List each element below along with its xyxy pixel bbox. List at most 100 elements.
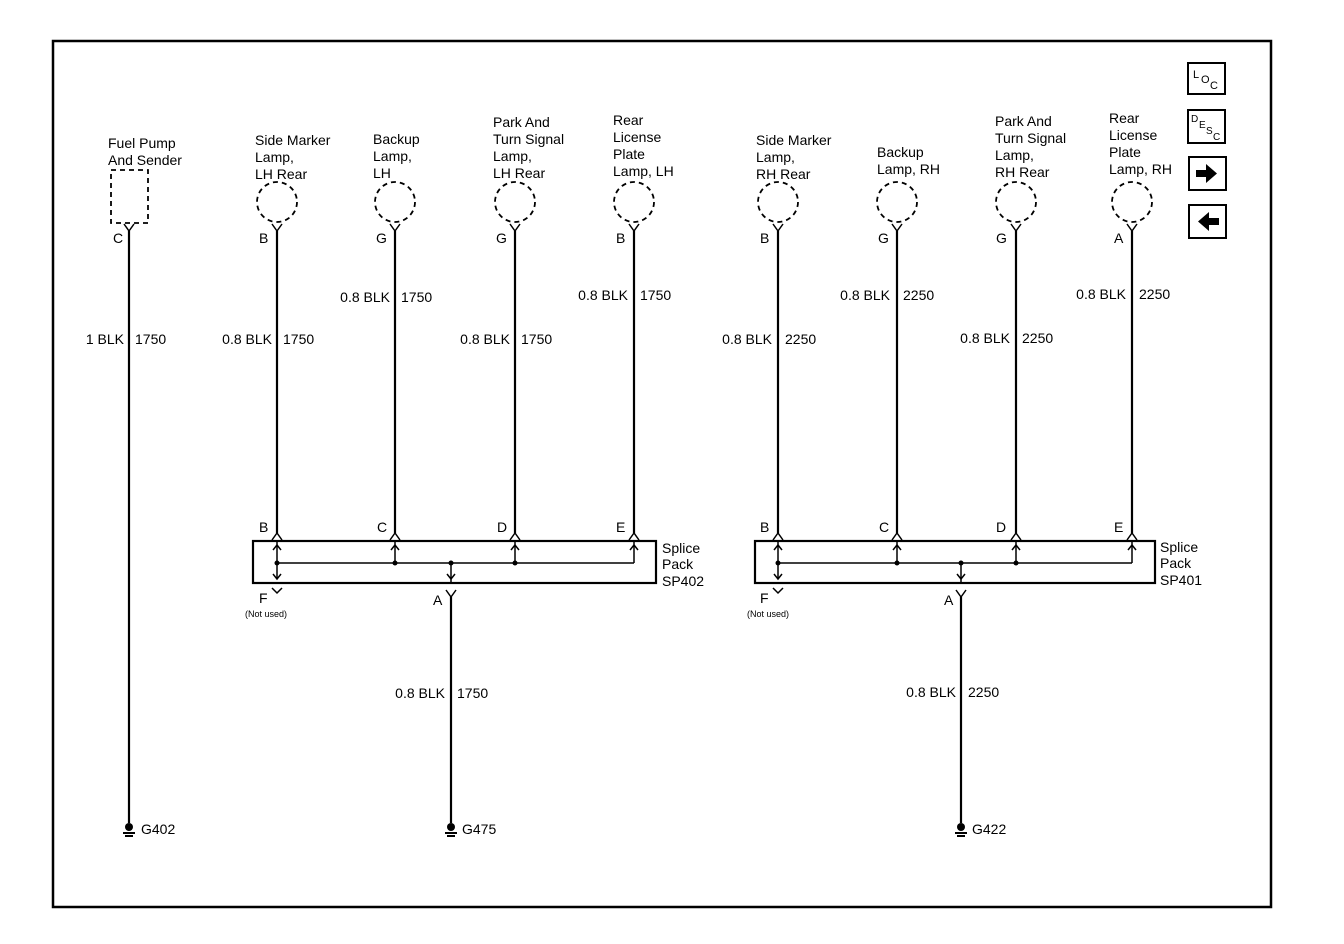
desc-letter-s: S (1206, 126, 1213, 137)
backup-rh-circuit: 2250 (903, 287, 934, 303)
sp401-out-circuit: 2250 (968, 684, 999, 700)
sp402-node-2 (392, 560, 398, 566)
sp401-node-3 (958, 560, 964, 566)
sp401-unused-connector (772, 587, 784, 595)
sp401-node-2 (894, 560, 900, 566)
backup-lh-label-2: Lamp, (373, 148, 412, 164)
park-turn-rh-pin: G (996, 230, 1007, 246)
sp402-pin-d: D (497, 519, 507, 535)
sp402-unused-note: (Not used) (245, 609, 287, 619)
park-turn-rh-label-2: Turn Signal (995, 130, 1066, 146)
ground-g402-label: G402 (141, 821, 175, 837)
license-rh-label-4: Lamp, RH (1109, 161, 1172, 177)
license-lh-pin: B (616, 230, 625, 246)
park-turn-lh-component: Park And Turn Signal Lamp, LH Rear G 0.8… (460, 114, 564, 533)
sp402-out-wire-size: 0.8 BLK (395, 685, 445, 701)
arrow-left-icon (1198, 212, 1219, 231)
backup-lh-component: Backup Lamp, LH G 0.8 BLK 1750 (340, 131, 432, 533)
backup-rh-label-1: Backup (877, 144, 924, 160)
sp401-label-2: Pack (1160, 555, 1192, 571)
loc-letter-l: L (1193, 69, 1199, 81)
backup-rh-connector (891, 223, 903, 233)
license-rh-lamp-symbol (1111, 181, 1153, 223)
ground-g422-label: G422 (972, 821, 1006, 837)
side-marker-lh-wire-size: 0.8 BLK (222, 331, 272, 347)
sp401-box (753, 539, 1157, 585)
sp401-internal-bus (777, 541, 1133, 583)
backup-lh-connector (389, 223, 401, 233)
sp402-out-connector (445, 589, 457, 599)
license-lh-label-1: Rear (613, 112, 644, 128)
sp402-arrows (272, 543, 639, 581)
side-marker-rh-pin: B (760, 230, 769, 246)
sp402-label-1: Splice (662, 540, 700, 556)
park-turn-rh-label-3: Lamp, (995, 147, 1034, 163)
sp401-node-4 (1013, 560, 1019, 566)
sp402-pin-a: A (433, 592, 443, 608)
backup-rh-pin: G (878, 230, 889, 246)
license-rh-component: Rear License Plate Lamp, RH A 0.8 BLK 22… (1076, 110, 1172, 533)
sp402-top-connectors (271, 531, 640, 541)
sp401-unused-note: (Not used) (747, 609, 789, 619)
license-lh-connector (628, 223, 640, 233)
park-turn-rh-component: Park And Turn Signal Lamp, RH Rear G 0.8… (960, 113, 1066, 533)
ground-g475-label: G475 (462, 821, 496, 837)
side-marker-lh-component: Side Marker Lamp, LH Rear B 0.8 BLK 1750 (222, 132, 331, 533)
side-marker-rh-connector (772, 223, 784, 233)
park-turn-lh-lamp-symbol (494, 181, 536, 223)
sp401-pin-b: B (760, 519, 769, 535)
sp401-pin-a: A (944, 592, 954, 608)
ground-icon (445, 823, 457, 837)
side-marker-lh-pin: B (259, 230, 268, 246)
side-marker-rh-circuit: 2250 (785, 331, 816, 347)
sp402-box (251, 539, 658, 585)
backup-lh-label-1: Backup (373, 131, 420, 147)
fuel-pump-pin: C (113, 230, 123, 246)
park-turn-lh-circuit: 1750 (521, 331, 552, 347)
desc-button[interactable]: D E S C (1187, 109, 1226, 144)
sp401-label-1: Splice (1160, 539, 1198, 555)
backup-rh-label-2: Lamp, RH (877, 161, 940, 177)
ground-g402: G402 (123, 821, 175, 837)
sp402-label-2: Pack (662, 556, 694, 572)
sp401-label-3: SP401 (1160, 572, 1202, 588)
next-button[interactable] (1188, 156, 1227, 191)
sp401-out-connector (955, 589, 967, 599)
sp402-label-3: SP402 (662, 573, 704, 589)
license-lh-label-3: Plate (613, 146, 645, 162)
side-marker-rh-wire-size: 0.8 BLK (722, 331, 772, 347)
diagram-frame (51, 39, 1273, 909)
loc-button[interactable]: L O C (1187, 62, 1226, 95)
license-rh-circuit: 2250 (1139, 286, 1170, 302)
prev-button[interactable] (1188, 204, 1227, 239)
loc-letter-c: C (1210, 80, 1218, 92)
sp401-pin-c: C (879, 519, 889, 535)
backup-rh-wire-size: 0.8 BLK (840, 287, 890, 303)
backup-lh-pin: G (376, 230, 387, 246)
park-turn-lh-label-1: Park And (493, 114, 550, 130)
sp402-out-circuit: 1750 (457, 685, 488, 701)
park-turn-rh-circuit: 2250 (1022, 330, 1053, 346)
side-marker-lh-lamp-symbol (256, 181, 298, 223)
park-turn-lh-pin: G (496, 230, 507, 246)
splice-pack-sp402: B C D E Splice Pack SP402 F (Not used) A… (245, 519, 704, 823)
fuel-pump-label-1: Fuel Pump (108, 135, 176, 151)
sp402-pin-f: F (259, 590, 268, 606)
license-rh-label-2: License (1109, 127, 1157, 143)
park-turn-lh-wire-size: 0.8 BLK (460, 331, 510, 347)
fuel-pump-label-2: And Sender (108, 152, 182, 168)
side-marker-lh-connector (271, 223, 283, 233)
park-turn-rh-label-1: Park And (995, 113, 1052, 129)
park-turn-rh-connector (1010, 223, 1022, 233)
desc-letter-d: D (1191, 114, 1198, 125)
park-turn-lh-connector (509, 223, 521, 233)
sp402-node-3 (448, 560, 454, 566)
sp401-pin-e: E (1114, 519, 1123, 535)
side-marker-rh-component: Side Marker Lamp, RH Rear B 0.8 BLK 2250 (722, 132, 832, 533)
license-lh-component: Rear License Plate Lamp, LH B 0.8 BLK 17… (578, 112, 674, 533)
license-rh-wire-size: 0.8 BLK (1076, 286, 1126, 302)
sp401-top-connectors (772, 531, 1138, 541)
side-marker-lh-label-2: Lamp, (255, 149, 294, 165)
sp401-node-1 (775, 560, 781, 566)
